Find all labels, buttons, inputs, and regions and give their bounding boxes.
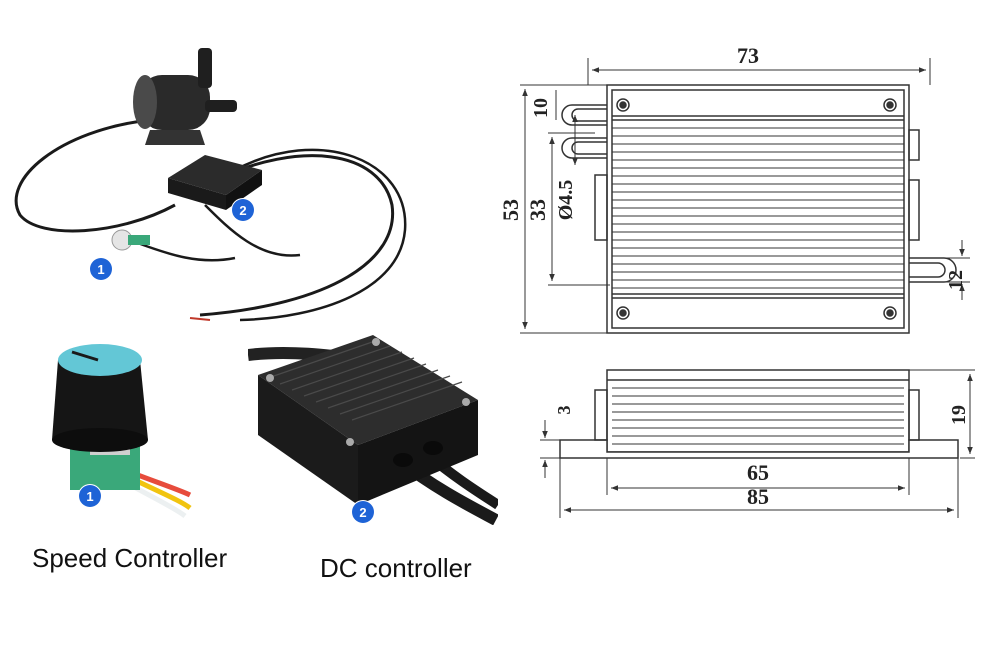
dim-hole-spacing: 33 bbox=[525, 199, 550, 221]
dim-slot-offset: 10 bbox=[530, 98, 552, 118]
dim-body-length: 65 bbox=[747, 460, 769, 485]
badge-1: 1 bbox=[90, 258, 112, 280]
pump-kit-photo bbox=[14, 48, 407, 322]
pump-outlet bbox=[198, 48, 212, 88]
dim-flange-thickness: 3 bbox=[554, 406, 574, 415]
badge-2-controller: 2 bbox=[352, 501, 374, 523]
knob-cap bbox=[58, 344, 142, 376]
knob-body bbox=[52, 360, 148, 440]
top-view bbox=[561, 84, 957, 334]
side-view bbox=[559, 369, 959, 459]
dim-hole-diameter: Ø4.5 bbox=[555, 180, 577, 221]
dim-width: 73 bbox=[737, 43, 759, 68]
speed-knob-photo bbox=[52, 344, 192, 518]
dim-total-length: 85 bbox=[747, 484, 769, 509]
pump-body bbox=[140, 75, 210, 130]
pump-inlet bbox=[205, 100, 237, 112]
badge-1-knob: 1 bbox=[79, 485, 101, 507]
dim-side-height: 19 bbox=[948, 405, 970, 425]
caption-speed-controller: Speed Controller bbox=[32, 543, 228, 573]
dim-height: 53 bbox=[500, 199, 523, 221]
caption-dc-controller: DC controller bbox=[320, 553, 472, 583]
dim-tab-height: 12 bbox=[945, 270, 967, 290]
dimension-drawing: 73 53 33 10 Ø4.5 12 bbox=[500, 43, 975, 518]
badge-2: 2 bbox=[232, 199, 254, 221]
dc-controller-photo bbox=[248, 335, 498, 525]
dc-controller-small bbox=[168, 155, 262, 195]
